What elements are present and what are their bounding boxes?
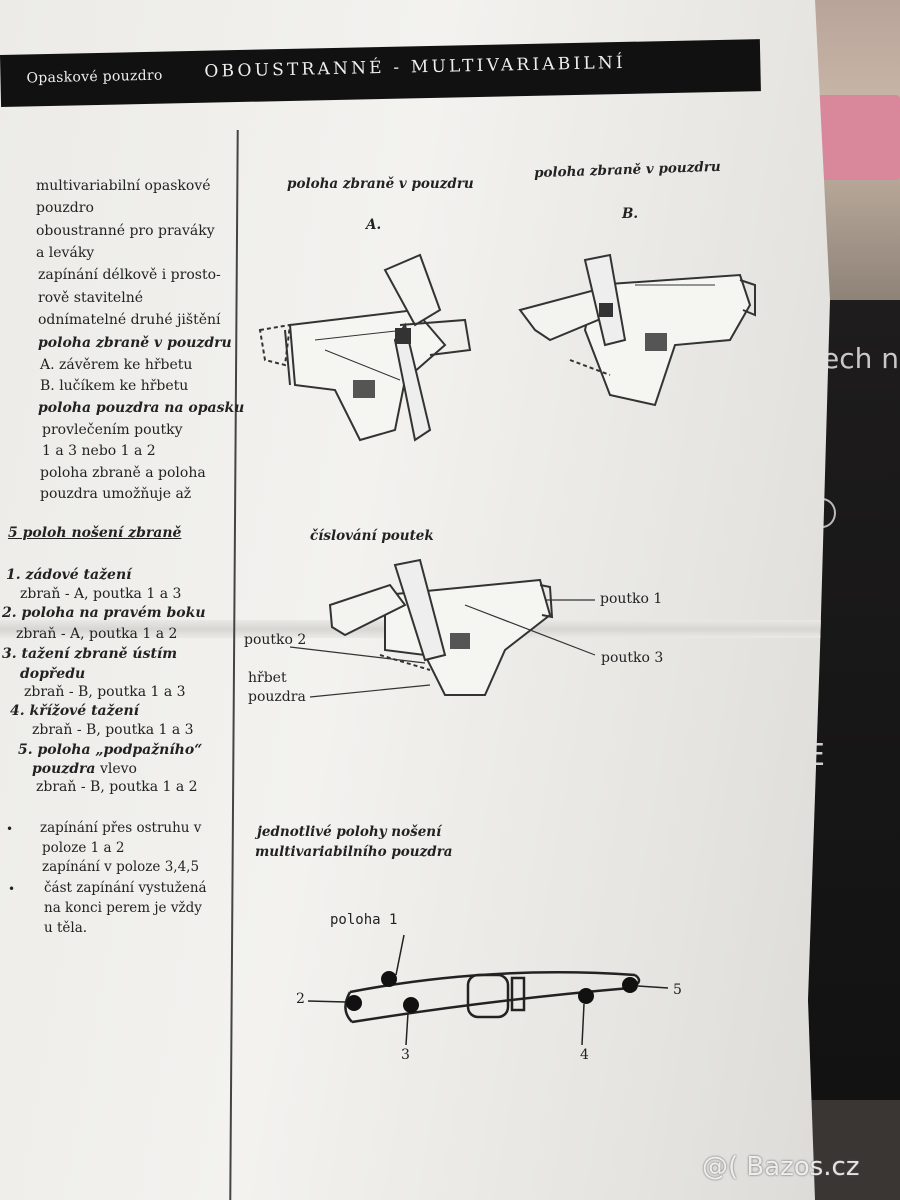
watermark: @( Bazos.cz	[702, 1152, 860, 1182]
section-item: B. lučíkem ke hřbetu	[40, 378, 189, 394]
label-holster-back: hřbet	[248, 670, 287, 686]
note-line: na konci perem je vždy	[44, 900, 202, 916]
carry-item-detail: zbraň - B, poutka 1 a 3	[24, 684, 186, 700]
note-line: zapínání v poloze 3,4,5	[42, 859, 200, 875]
belt-figure	[307, 934, 669, 1046]
carry-item-title-cont: dopředu	[20, 666, 86, 682]
carry-item-detail: zbraň - B, poutka 1 a 2	[36, 779, 198, 795]
holster-figure-b	[518, 253, 756, 407]
figure-a-label: A.	[366, 217, 382, 233]
column-divider	[229, 130, 239, 1200]
intro-line: a leváky	[36, 245, 95, 261]
holster-figure-a	[258, 253, 472, 442]
section-item: 1 a 3 nebo 1 a 2	[42, 443, 156, 459]
note-line: u těla.	[44, 920, 88, 936]
carry-item-title-cont: pouzdra vlevo	[32, 761, 137, 777]
intro-line: pouzdro	[36, 200, 94, 216]
carry-item-title: 4. křížové tažení	[10, 703, 139, 719]
label-holster-back-cont: pouzdra	[248, 689, 306, 705]
carry-item-detail: zbraň - A, poutka 1 a 3	[20, 586, 182, 602]
header-bar: Opaskové pouzdro OBOUSTRANNÉ - MULTIVARI…	[0, 39, 761, 107]
intro-line: multivariabilní opaskové	[36, 178, 211, 194]
section-title-holster-position: poloha pouzdra na opasku	[38, 400, 245, 416]
background-pink-object	[815, 95, 900, 180]
figure-a-caption: poloha zbraně v pouzdru	[287, 176, 474, 192]
bullet-icon: •	[6, 822, 14, 836]
note-line: zapínání přes ostruhu v	[40, 820, 202, 836]
label-position-5: 5	[673, 982, 682, 998]
figure-b-caption: poloha zbraně v pouzdru	[533, 158, 721, 182]
label-position-1: poloha 1	[330, 912, 398, 928]
label-loop-1: poutko 1	[600, 591, 663, 607]
note-line: poloze 1 a 2	[42, 840, 125, 856]
figure-b-label: B.	[622, 206, 639, 222]
label-position-4: 4	[580, 1047, 589, 1063]
carry-item-title: 1. zádové tažení	[6, 567, 132, 583]
header-prefix: Opaskové pouzdro	[26, 67, 163, 87]
carry-item-title: 2. poloha na pravém boku	[2, 605, 206, 621]
label-position-3: 3	[401, 1047, 410, 1063]
section-title-weapon-position: poloha zbraně v pouzdru	[38, 335, 232, 351]
figure-d-caption-2: multivariabilního pouzdra	[255, 844, 453, 860]
intro-line: oboustranné pro praváky	[36, 223, 215, 239]
carry-item-detail: zbraň - B, poutka 1 a 3	[32, 722, 194, 738]
carry-item-detail: zbraň - A, poutka 1 a 2	[16, 626, 178, 642]
figure-c-caption: číslování poutek	[310, 528, 434, 544]
carry-item-title: 5. poloha „podpažního“	[18, 742, 203, 758]
section-item: provlečením poutky	[42, 422, 183, 438]
carry-item-title: 3. tažení zbraně ústím	[2, 646, 178, 662]
background-device-text: ech n	[822, 342, 900, 375]
intro-line: zapínání délkově i prosto-	[38, 267, 221, 283]
holster-loops-figure	[289, 558, 596, 698]
label-loop-3: poutko 3	[601, 650, 664, 666]
section-item: A. závěrem ke hřbetu	[40, 357, 193, 373]
carry-positions-title: 5 poloh nošení zbraně	[8, 525, 182, 541]
header-title: OBOUSTRANNÉ - MULTIVARIABILNÍ	[204, 52, 627, 82]
section-item: poloha zbraně a poloha	[40, 465, 206, 481]
section-item: pouzdra umožňuje až	[40, 486, 192, 502]
label-position-2: 2	[296, 991, 305, 1007]
label-loop-2: poutko 2	[244, 632, 307, 648]
bullet-icon: •	[8, 882, 16, 896]
intro-line: rově stavitelné	[38, 290, 143, 306]
figure-d-caption-1: jednotlivé polohy nošení	[257, 824, 442, 840]
intro-line: odnímatelné druhé jištění	[38, 312, 221, 328]
note-line: část zapínání vystužená	[44, 880, 207, 896]
